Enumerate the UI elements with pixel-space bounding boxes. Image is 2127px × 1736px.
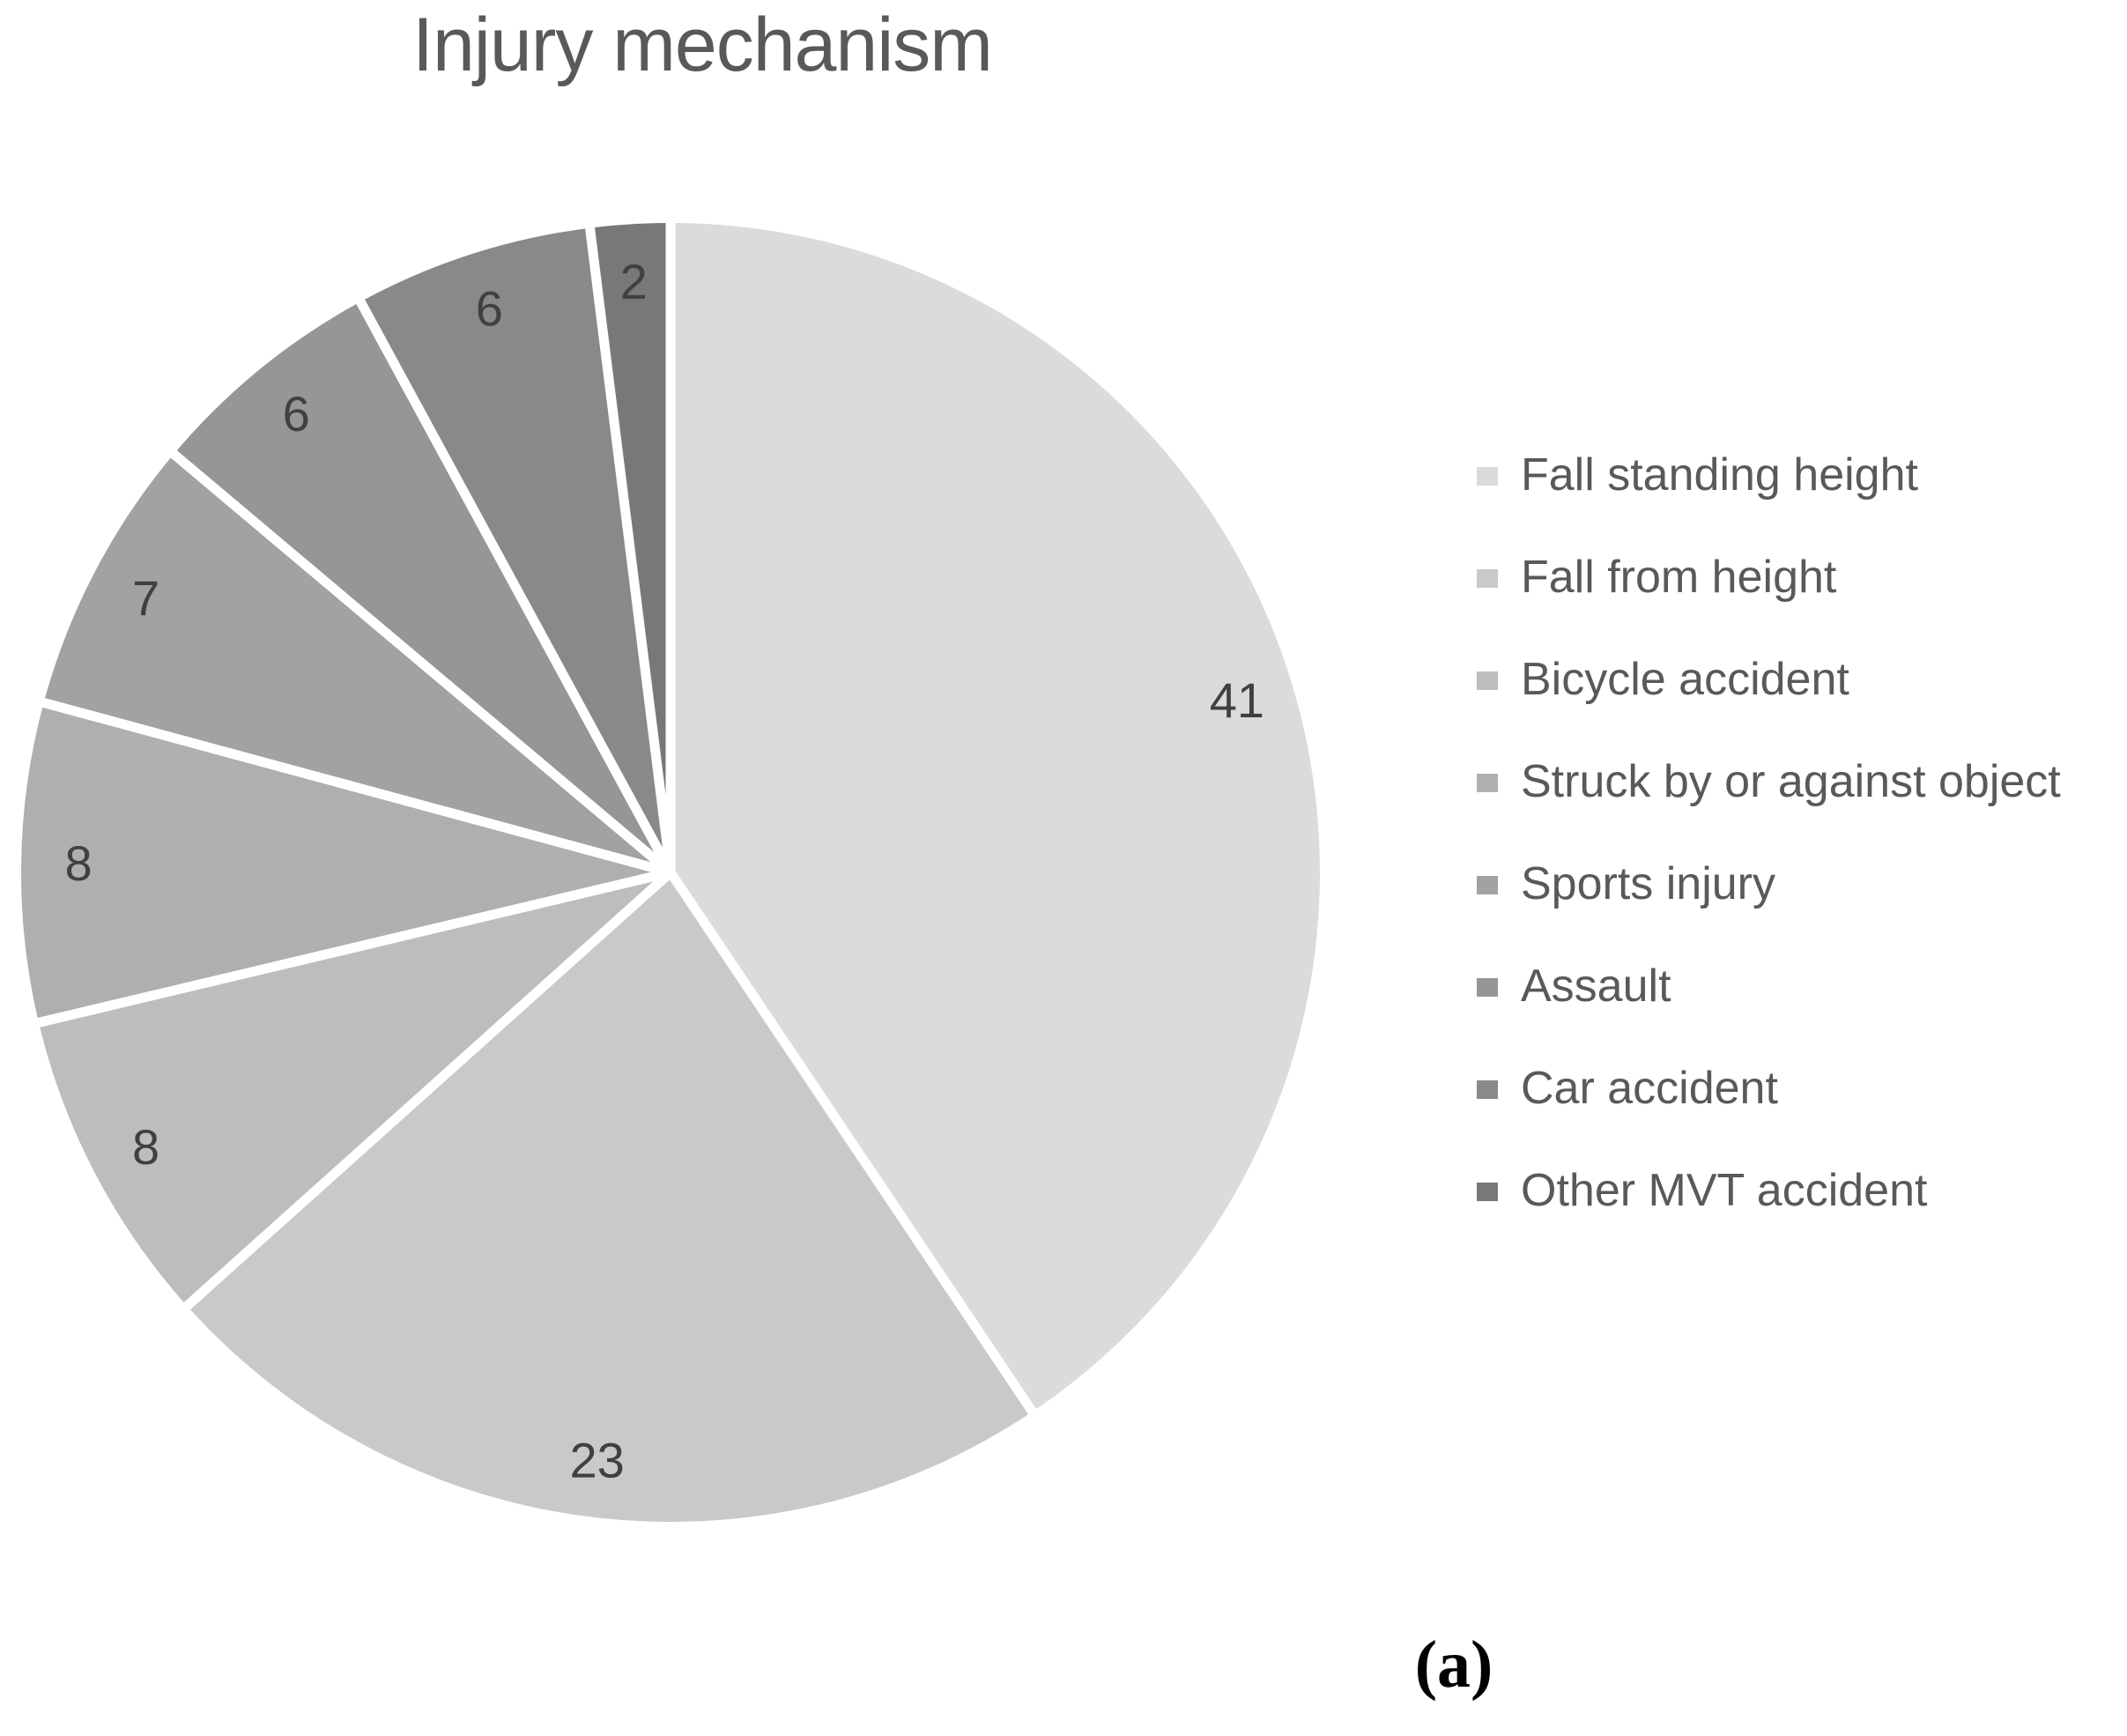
legend-swatch-icon [1477,1079,1498,1099]
slice-separator [352,293,675,875]
pie-slice-struck-by-or-against-object [20,702,671,1023]
pie-slice-car-accident [360,227,671,872]
slice-value-label: 7 [132,570,159,626]
slice-separator [584,220,676,873]
legend-label: Bicycle accident [1521,654,1849,706]
pie-chart: 41 23 8 8 7 6 6 2 [20,216,1321,1523]
slice-separator [35,696,672,878]
pie-slice-assault [174,301,671,872]
legend-item-assault: Assault [1477,960,2061,1014]
slice-separator [165,445,674,877]
legend-swatch-icon [1477,773,1498,792]
legend-swatch-icon [1477,1182,1498,1201]
legend-label: Struck by or against object [1521,756,2061,808]
slice-value-label: 23 [569,1432,624,1487]
legend-item-car-accident: Car accident [1477,1062,2061,1117]
slice-separator [30,867,672,1029]
legend-item-fall-standing-height: Fall standing height [1477,449,2061,503]
legend-swatch-icon [1477,466,1498,486]
slice-value-label: 6 [476,281,503,337]
slice-separator [178,868,674,1315]
pie-slice-fall-standing-height [671,223,1321,1412]
legend-label: Fall from height [1521,552,1837,604]
slice-value-label: 8 [65,835,93,891]
chart-title: Injury mechanism [412,3,993,87]
legend-item-sports-injury: Sports injury [1477,857,2061,912]
slice-value-label: 41 [1210,672,1264,728]
legend-label: Assault [1521,961,1671,1013]
pie-slice-sports-injury [43,454,671,872]
legend-item-bicycle-accident: Bicycle accident [1477,653,2061,708]
legend-item-struck-by-or-against-object: Struck by or against object [1477,755,2061,810]
slice-value-label: 8 [132,1119,159,1175]
slice-value-label: 6 [283,386,310,441]
legend-label: Sports injury [1521,858,1775,910]
legend-label: Car accident [1521,1063,1778,1115]
legend-label: Fall standing height [1521,449,1918,501]
legend-label: Other MVT accident [1521,1165,1928,1217]
legend-item-fall-from-height: Fall from height [1477,551,2061,605]
legend-swatch-icon [1477,568,1498,588]
legend-item-other-mvt-accident: Other MVT accident [1477,1164,2061,1219]
pie-slice-bicycle-accident [38,872,671,1307]
legend-swatch-icon [1477,671,1498,690]
slice-value-label: 2 [620,254,648,309]
figure-caption: (a) [1414,1628,1493,1702]
slice-separator [666,869,1041,1421]
legend-swatch-icon [1477,977,1498,997]
legend-swatch-icon [1477,875,1498,894]
pie-slice-fall-from-height [187,872,1033,1523]
